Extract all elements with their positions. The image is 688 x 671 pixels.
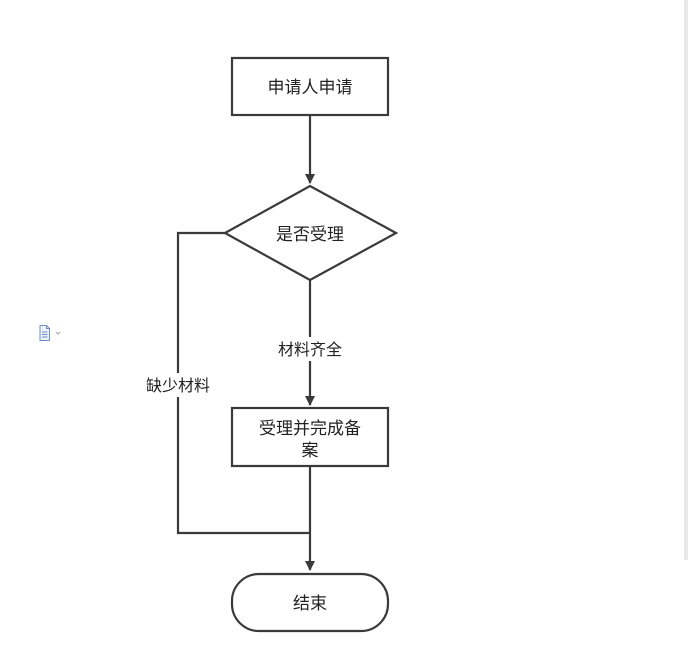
edge-complete-label: 材料齐全 <box>278 340 342 359</box>
node-decision-label: 是否受理 <box>276 225 344 245</box>
edge-missing-label: 缺少材料 <box>146 376 210 395</box>
node-end-label: 结束 <box>293 594 327 614</box>
edge-missing-label-bg <box>136 373 220 397</box>
node-end: 结束 <box>230 572 390 633</box>
page-edge <box>684 0 688 560</box>
node-decision: 是否受理 <box>222 184 399 282</box>
node-accept: 受理并完成备 案 <box>230 406 390 468</box>
node-apply-label: 申请人申请 <box>268 78 353 98</box>
node-apply: 申请人申请 <box>230 56 390 117</box>
node-accept-label-line2: 案 <box>302 441 319 461</box>
chevron-down-icon <box>55 331 61 335</box>
edge-complete-label-bg <box>268 337 352 361</box>
document-icon[interactable] <box>38 325 64 341</box>
node-accept-label-line1: 受理并完成备 <box>259 419 361 439</box>
